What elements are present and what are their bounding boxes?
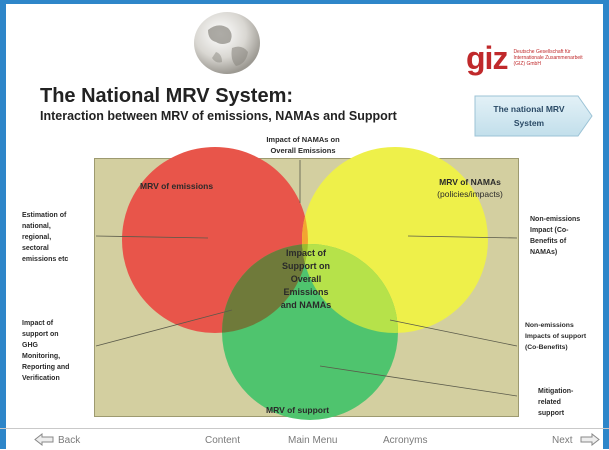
label-line: Mitigation- bbox=[538, 388, 574, 395]
button-label-line-1: The national MRV bbox=[493, 104, 565, 114]
button-label-line-2: System bbox=[513, 118, 545, 128]
label-line: NAMAs) bbox=[530, 249, 558, 256]
label-line: Non-emissions bbox=[525, 322, 574, 329]
label-line: Impacts of support bbox=[525, 333, 587, 340]
label-line: Overall Emissions bbox=[270, 146, 336, 155]
label-estimation-emissions: Estimation of national, regional, sector… bbox=[22, 210, 96, 265]
label-line: GHG bbox=[22, 342, 38, 349]
content-link[interactable]: Content bbox=[205, 435, 241, 446]
label-impact-namas-emissions: Impact of NAMAs on Overall Emissions bbox=[255, 134, 351, 156]
giz-logo-word: giz bbox=[466, 40, 508, 76]
label-line: (policies/impacts) bbox=[437, 189, 503, 199]
label-line: emissions etc bbox=[22, 256, 69, 263]
label-line: Verification bbox=[22, 375, 60, 382]
label-line: Non-emissions bbox=[530, 216, 581, 223]
back-link[interactable]: Back bbox=[58, 435, 81, 446]
label-line: support bbox=[538, 410, 565, 417]
center-line: Impact of bbox=[285, 248, 326, 258]
label-mrv-emissions: MRV of emissions bbox=[140, 181, 214, 191]
national-mrv-button-label: The national MRV System bbox=[480, 102, 578, 130]
label-mrv-namas: MRV of NAMAs (policies/impacts) bbox=[420, 176, 520, 200]
label-non-emissions-namas: Non-emissions Impact (Co- Benefits of NA… bbox=[530, 214, 606, 258]
label-line: (Co-Benefits) bbox=[525, 344, 568, 351]
label-line: MRV of NAMAs bbox=[439, 177, 501, 187]
main-menu-link[interactable]: Main Menu bbox=[288, 435, 338, 446]
back-arrow-icon[interactable] bbox=[34, 433, 54, 446]
label-line: support on bbox=[22, 331, 59, 338]
right-frame-bar bbox=[603, 0, 609, 449]
label-line: Benefits of bbox=[530, 238, 567, 245]
label-line: Reporting and bbox=[22, 364, 70, 371]
next-link[interactable]: Next bbox=[552, 435, 573, 446]
top-frame-bar bbox=[0, 0, 609, 4]
left-frame-bar bbox=[0, 0, 6, 449]
bottom-navigation: Back Content Main Menu Acronyms Next bbox=[0, 428, 609, 450]
center-line: Overall bbox=[290, 274, 322, 284]
label-non-emissions-support: Non-emissions Impacts of support (Co-Ben… bbox=[525, 320, 605, 353]
label-line: Impact of NAMAs on bbox=[266, 135, 340, 144]
national-mrv-system-button[interactable]: The national MRV System bbox=[474, 94, 594, 138]
center-line: Support on bbox=[282, 261, 330, 271]
arrow-shape-icon bbox=[474, 95, 593, 137]
giz-logo: giz Deutsche Gesellschaft für Internatio… bbox=[466, 42, 583, 74]
page-title: The National MRV System: bbox=[40, 85, 294, 107]
label-impact-support-ghg: Impact of support on GHG Monitoring, Rep… bbox=[22, 318, 96, 384]
next-arrow-icon[interactable] bbox=[580, 433, 600, 446]
label-line: Monitoring, bbox=[22, 353, 61, 360]
label-center-impact: Impact of Support on Overall Emissions a… bbox=[270, 247, 342, 312]
label-line: related bbox=[538, 399, 561, 406]
label-line: Impact of bbox=[22, 320, 54, 327]
label-line: Estimation of bbox=[22, 212, 67, 219]
label-line: Impact (Co- bbox=[530, 227, 569, 234]
label-mrv-support: MRV of support bbox=[266, 405, 330, 415]
page-subtitle: Interaction between MRV of emissions, NA… bbox=[40, 109, 397, 123]
center-line: and NAMAs bbox=[280, 300, 332, 310]
acronyms-link[interactable]: Acronyms bbox=[383, 435, 428, 446]
label-line: national, bbox=[22, 223, 51, 230]
label-line: sectoral bbox=[22, 245, 49, 252]
label-mitigation-support: Mitigation- related support bbox=[538, 386, 598, 419]
label-line: regional, bbox=[22, 234, 52, 241]
globe-icon bbox=[194, 12, 260, 74]
giz-logo-small-text: Deutsche Gesellschaft für Internationale… bbox=[513, 49, 583, 67]
center-line: Emissions bbox=[283, 287, 329, 297]
